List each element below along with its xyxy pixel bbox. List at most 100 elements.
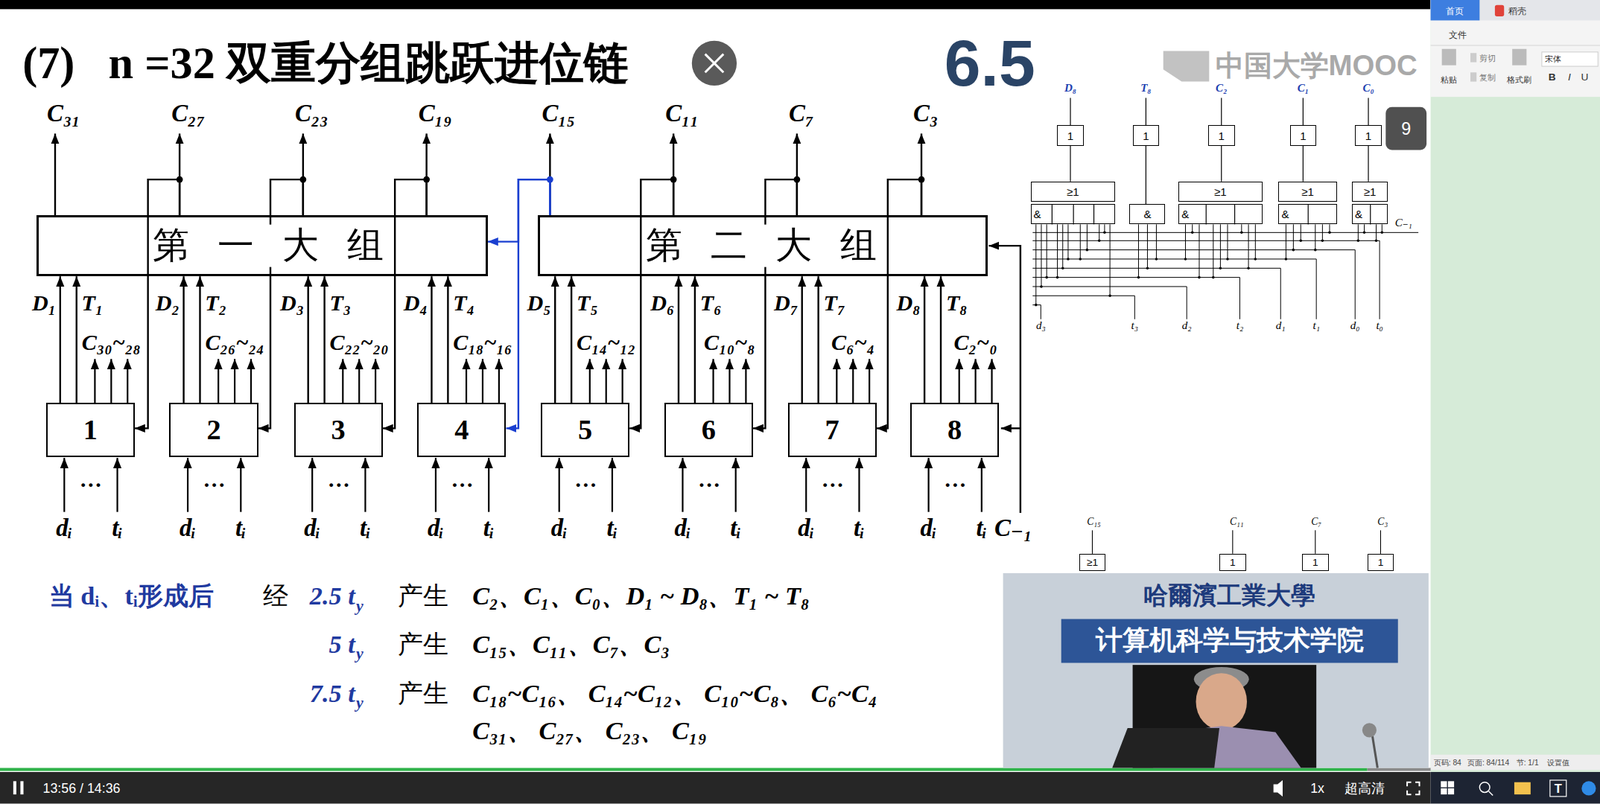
gate-symbol: 1 xyxy=(1378,557,1384,570)
timing-subscript: y xyxy=(356,644,364,663)
output-signal: C₇ xyxy=(788,100,814,129)
wire-dot xyxy=(1045,276,1049,280)
box-number: 3 xyxy=(331,413,346,447)
speaker-icon xyxy=(1273,780,1283,798)
input-signal: t₃ xyxy=(1131,320,1139,333)
gate-input-wire xyxy=(1220,224,1221,269)
taskbar xyxy=(1430,772,1600,804)
tab-text: 稻壳 xyxy=(1508,5,1527,17)
gate-input-wire xyxy=(1035,224,1037,305)
output-signal: C₁₁ xyxy=(665,100,699,129)
signal-arrow xyxy=(446,276,449,403)
buffer-gate: 1 xyxy=(1056,125,1084,146)
buffer-gate: 1 xyxy=(1302,554,1329,572)
input-arrow xyxy=(435,458,437,513)
gate-symbol: ≥1 xyxy=(1086,557,1098,570)
signal-label: T₅ xyxy=(576,290,599,317)
signal-label: C₁₀~₈ xyxy=(703,329,756,357)
timing-note: 产生 xyxy=(397,679,449,709)
ellipsis: … xyxy=(697,467,721,494)
app-icon-frame xyxy=(1550,780,1567,798)
buffer-gate: 1 xyxy=(1132,125,1160,146)
output-signal: C₂₃ xyxy=(294,100,329,129)
output-wire xyxy=(1069,98,1071,126)
output-signal: C₀ xyxy=(1362,82,1374,96)
carry-input-wire xyxy=(1032,232,1419,234)
output-signal: C₁₉ xyxy=(418,100,453,129)
toolbar-button: B xyxy=(1548,71,1557,84)
output-signal: C₂ xyxy=(1215,82,1227,96)
copy-icon xyxy=(1470,72,1477,82)
player-quality: 超高清 xyxy=(1344,781,1385,797)
output-signal: C₃₁ xyxy=(46,100,81,129)
output-wire xyxy=(1232,530,1233,555)
timing-note: 产生 xyxy=(397,630,449,660)
timing-note: 经 xyxy=(262,582,289,612)
carry-out-arrow xyxy=(110,359,112,403)
input-wire xyxy=(1032,295,1135,320)
gate-input-wire xyxy=(1248,224,1250,269)
gate-wire xyxy=(1145,145,1147,205)
signal-label: T₆ xyxy=(700,290,722,317)
signal-arrow xyxy=(75,276,78,403)
output-signal: C₁ xyxy=(1297,82,1309,96)
input-wire xyxy=(1032,250,1355,320)
signal-arrow xyxy=(306,276,309,403)
and-gate: & xyxy=(1030,204,1116,225)
wire-dot xyxy=(1313,248,1317,252)
signal-arrow xyxy=(923,276,926,403)
close-button xyxy=(691,40,737,86)
output-signal: C₇ xyxy=(1310,516,1322,529)
wire-dot xyxy=(1226,257,1230,261)
status-text: 页面: 84/114 xyxy=(1467,759,1510,768)
box-number: 2 xyxy=(206,413,221,447)
gate-input-wire xyxy=(1212,224,1214,278)
signal-label: T₈ xyxy=(945,290,968,317)
search-icon-handle xyxy=(1489,791,1493,796)
pause-bar xyxy=(20,781,24,795)
toolbar-text: 格式刷 xyxy=(1506,75,1532,85)
input-signal: t₁ xyxy=(1312,320,1320,333)
folder-icon xyxy=(1514,782,1531,795)
toolbar-text: 剪切 xyxy=(1479,53,1496,64)
signal-label: C₂₂~₂₀ xyxy=(329,329,389,357)
progress-rest xyxy=(1367,768,1431,772)
toolbar-divider xyxy=(1430,44,1600,46)
gate-input-wire xyxy=(1285,224,1287,260)
wire-dot xyxy=(1056,276,1060,280)
gate-symbol: & xyxy=(1143,207,1151,221)
player-time: 13:56 / 14:36 xyxy=(43,781,121,797)
signal-label: T₂ xyxy=(204,290,227,317)
gate-symbol: 1 xyxy=(1229,557,1236,570)
toolbar-button: I xyxy=(1567,71,1571,84)
logic-box: 4 xyxy=(417,402,506,458)
signal-label: C₁₈~₁₆ xyxy=(452,329,512,357)
slide-number: 6.5 xyxy=(944,26,1036,102)
wire-dot xyxy=(1328,231,1332,235)
wire-dot xyxy=(1066,257,1070,261)
mic-stand xyxy=(1372,736,1379,768)
cell-divider xyxy=(1093,204,1095,225)
input-arrow xyxy=(558,458,561,513)
logic-box: 6 xyxy=(664,402,754,458)
wire-dot xyxy=(1146,267,1150,271)
carry-out-arrow xyxy=(990,359,993,403)
input-signal: C₋₁ xyxy=(1395,216,1413,230)
presenter-head xyxy=(1196,673,1247,731)
and-gate: & xyxy=(1278,204,1337,225)
toolbar-text: 粘贴 xyxy=(1440,75,1457,85)
box-number: 6 xyxy=(701,413,716,447)
wire-dot xyxy=(1375,239,1379,243)
banner-band xyxy=(1061,619,1399,664)
gate-wire xyxy=(1367,145,1369,182)
logic-box: 2 xyxy=(169,402,258,458)
ellipsis: … xyxy=(79,467,103,494)
signal-label: D₃ xyxy=(280,290,304,317)
signal-arrow xyxy=(59,276,62,403)
status-text: 页码: 84 xyxy=(1433,759,1462,768)
and-gate: & xyxy=(1129,204,1165,225)
carry-out-arrow xyxy=(852,359,854,403)
input-arrow xyxy=(63,458,65,513)
wire-dot xyxy=(1299,239,1303,243)
